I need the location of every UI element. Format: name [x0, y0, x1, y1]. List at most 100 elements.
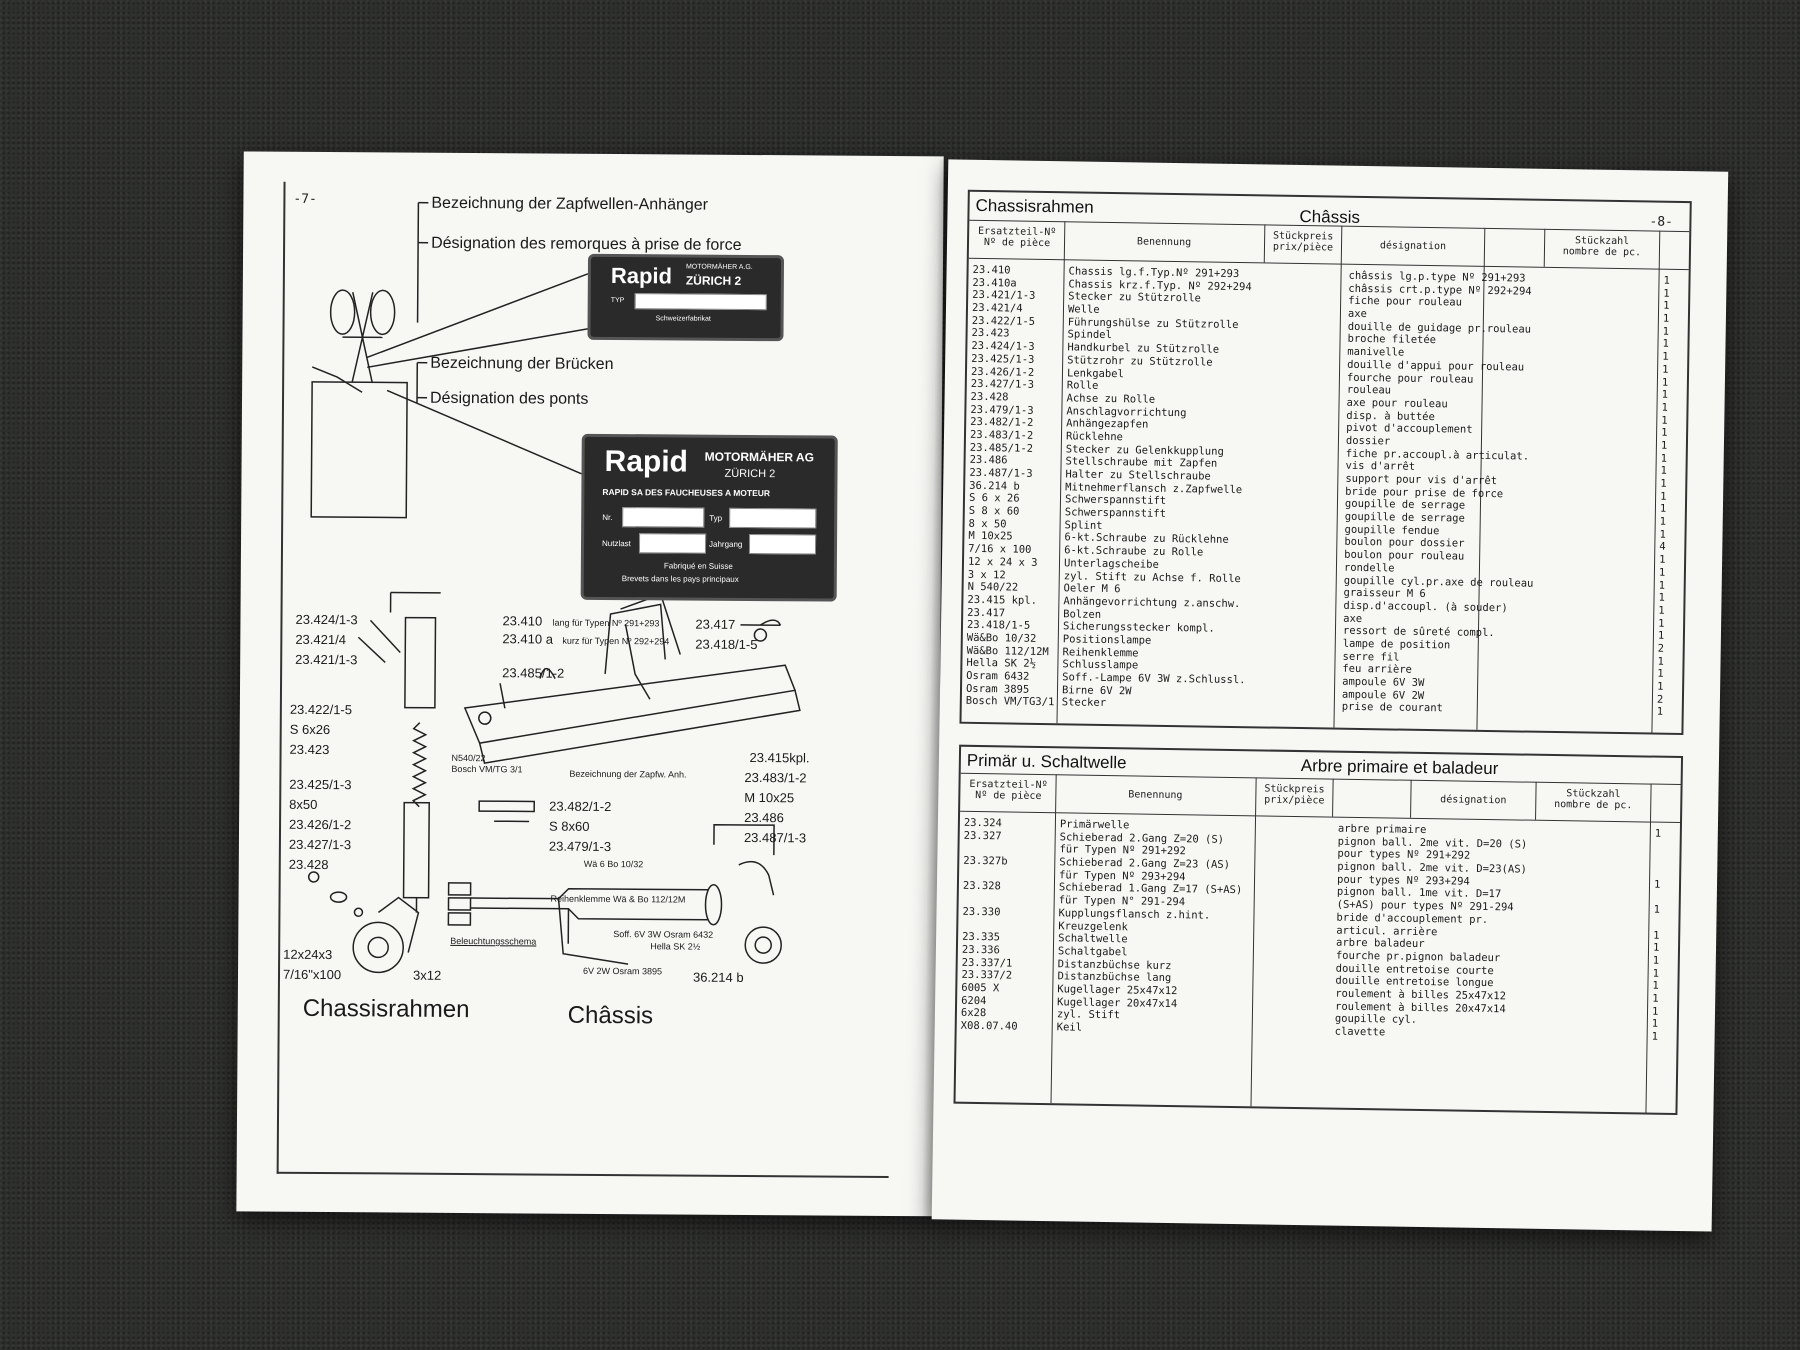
table-cell	[1654, 853, 1674, 866]
part-label: M 10x25	[744, 789, 795, 806]
part-label: 23.415kpl.	[749, 749, 810, 766]
part-label: 23.417	[695, 616, 736, 632]
nameplate-small: Rapid MOTORMÄHER A.G. ZÜRICH 2 TYP Schwe…	[587, 253, 785, 342]
part-label: 8x50	[289, 796, 318, 812]
table-cell	[1653, 916, 1673, 929]
part-label: 23.426/1-2	[289, 816, 352, 833]
table-cell: 1	[1656, 706, 1664, 719]
table-cell: 1	[1654, 827, 1662, 840]
caption-fr: Châssis	[567, 1001, 654, 1030]
part-label: 23.487/1-3	[743, 829, 807, 846]
table-cell: 1	[1663, 300, 1670, 313]
table-cell: Keil	[1056, 1021, 1083, 1034]
table-cell: 1	[1662, 350, 1669, 363]
table-cell: 23.410	[972, 263, 1011, 277]
plate-small-typ-field	[634, 293, 767, 311]
caption-de: Chassisrahmen	[302, 994, 470, 1024]
table-cell: 1	[1659, 528, 1666, 541]
table-cell: N 540/22	[967, 580, 1019, 594]
table-cell: Osram 6432	[966, 669, 1030, 683]
table-cell: 1	[1658, 579, 1666, 592]
label-zapf-de: Bezeichnung der Zapfwellen-Anhänger	[431, 194, 709, 214]
table-cell: 1	[1662, 325, 1670, 338]
table2-header-zahl: Stückzahl nombre de pc.	[1554, 788, 1633, 812]
table-cell: 1	[1651, 1017, 1659, 1031]
table-cell: 23.335	[962, 930, 1001, 944]
part-label: S 8x60	[549, 818, 590, 834]
table-cell: 2	[1656, 693, 1664, 706]
plate-large-typ-field	[729, 507, 817, 529]
table-cell: 1	[1662, 338, 1669, 351]
table-cell: 1	[1661, 414, 1668, 427]
table-cell: X08.07.40	[960, 1019, 1018, 1033]
table2-header-designation: désignation	[1440, 794, 1507, 807]
table-cell: 23.425/1-3	[971, 352, 1035, 366]
plate-large-typ: Typ	[709, 513, 723, 523]
table-cell: 1	[1657, 655, 1664, 668]
table-cell: 1	[1659, 553, 1666, 566]
table1-header-benennung: Benennung	[1136, 236, 1192, 249]
table-cell: 1	[1652, 941, 1660, 954]
plate-large-jahrgang-field	[748, 533, 817, 555]
table-cell: Wä&Bo 10/32	[966, 631, 1037, 645]
table-cell: 1	[1652, 979, 1659, 992]
part-label: S 6x26	[289, 721, 331, 738]
part-label: 7/16"x100	[282, 966, 342, 983]
table-cell: 1	[1659, 515, 1667, 528]
right-page-number: -8-	[1649, 214, 1674, 230]
part-label: Reihenklemme Wä & Bo 112/12M	[550, 893, 686, 905]
part-label: 36.214 b	[692, 969, 744, 985]
table-cell: 1	[1658, 617, 1665, 630]
plate-small-brand: Rapid	[610, 263, 673, 289]
table-cell: Bosch VM/TG3/1	[965, 695, 1055, 709]
table-cell: 1	[1660, 490, 1667, 503]
table-cell: 1	[1660, 477, 1667, 490]
table-cell: 1	[1660, 452, 1668, 465]
table-cell: 23.428	[970, 390, 1009, 404]
plate-large-fab: Fabriqué en Suisse	[663, 561, 733, 571]
plate-small-city: ZÜRICH 2	[685, 273, 742, 288]
table1-header-designation: désignation	[1379, 240, 1447, 253]
table-cell: 1	[1652, 967, 1660, 980]
table-cell: 2	[1657, 642, 1665, 655]
table-cell: 1	[1653, 878, 1661, 891]
table-cell: 23.327	[963, 829, 1002, 843]
part-label: 23.428	[288, 856, 329, 873]
table-cell: 1	[1659, 503, 1667, 516]
table-cell: 1	[1652, 954, 1660, 967]
table2-header-benennung: Benennung	[1128, 789, 1183, 802]
table2-header-preis: Stückpreis prix/pièce	[1264, 783, 1325, 807]
part-label: lang für Typen Nº 291+293	[552, 617, 660, 629]
table-cell	[1654, 866, 1674, 879]
part-label: Beleuchtungsschema	[450, 935, 537, 947]
label-bruecken-fr: Désignation des ponts	[429, 389, 589, 408]
table-cell: S 8 x 60	[968, 504, 1020, 518]
left-page: -7-	[236, 151, 944, 1217]
part-label: 23.410 a	[502, 631, 554, 647]
part-label: 23.483/1-2	[744, 769, 807, 786]
plate-small-made: Schweizerfabrikat	[655, 315, 711, 323]
plate-large-company: MOTORMÄHER AG	[704, 449, 815, 465]
part-label: Bosch VM/TG 3/1	[451, 763, 523, 775]
part-label: 23.424/1-3	[295, 611, 358, 628]
part-label: 23.486	[744, 809, 784, 826]
left-drawing	[307, 201, 801, 974]
table-cell	[1655, 840, 1675, 853]
table-cell: 1	[1661, 426, 1668, 440]
part-label: 6V 2W Osram 3895	[583, 965, 663, 977]
table-cell	[1654, 891, 1674, 904]
table1-title-de: Chassisrahmen	[975, 195, 1094, 217]
table-cell: 1	[1661, 401, 1668, 414]
part-label: 23.423	[289, 741, 330, 758]
table-cell: 23.336	[961, 943, 1000, 957]
part-label: 23.421/1-3	[295, 651, 358, 668]
part-label: 23.479/1-3	[548, 838, 612, 855]
part-label: Wä 6 Bo 10/32	[583, 858, 644, 870]
